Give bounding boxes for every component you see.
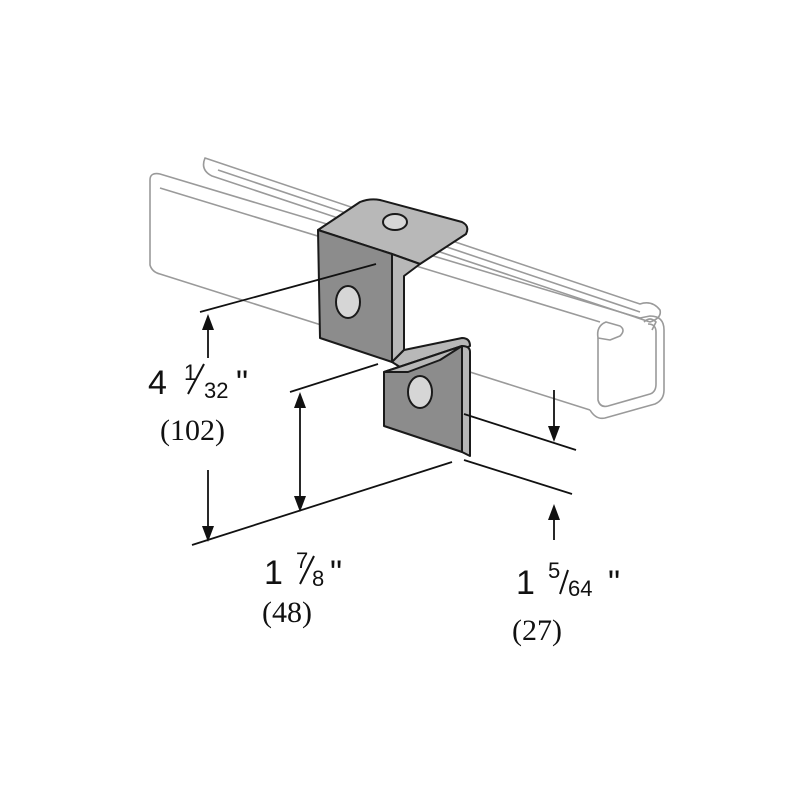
overall-height-metric: (102) [160, 414, 225, 447]
dimension-overall-height [191, 263, 453, 546]
dimension-lower-height [289, 363, 379, 512]
offset-unit: " [608, 564, 620, 602]
upper-hole [335, 285, 361, 319]
lower-height-num: 7 [296, 548, 308, 573]
offset-metric: (27) [512, 614, 562, 647]
overall-height-unit: " [236, 364, 248, 402]
label-lower-height: 1 7 8 " (48) [262, 548, 342, 629]
offset-num: 5 [548, 558, 560, 583]
label-offset: 1 5 64 " (27) [512, 558, 620, 647]
offset-den: 64 [568, 576, 592, 601]
overall-height-num: 1 [184, 360, 196, 385]
lower-height-metric: (48) [262, 596, 312, 629]
lower-height-whole: 1 [264, 554, 283, 592]
label-overall-height: 4 1 32 " (102) [148, 360, 248, 447]
dimension-offset [463, 390, 577, 540]
offset-whole: 1 [516, 564, 535, 602]
overall-height-whole: 4 [148, 364, 167, 402]
overall-height-den: 32 [204, 378, 228, 403]
top-hole [382, 213, 408, 231]
z-bracket-icon [317, 198, 471, 457]
lower-height-den: 8 [312, 566, 324, 591]
lower-height-unit: " [330, 554, 342, 592]
lower-hole [407, 375, 433, 409]
